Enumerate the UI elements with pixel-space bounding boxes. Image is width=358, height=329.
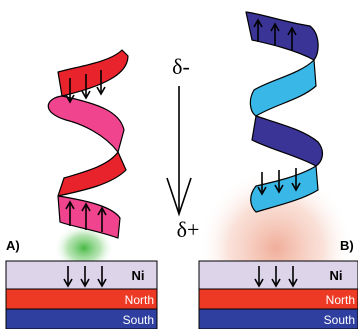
arrowhead <box>65 200 75 210</box>
panel-b-north-label: North <box>326 293 355 307</box>
panel-b-south-layer <box>198 308 358 329</box>
panel-b-ni-label: Ni <box>330 268 343 283</box>
dipole-bottom-label: δ+ <box>177 217 200 242</box>
panel-a-glow <box>54 224 114 272</box>
arrowhead <box>63 278 73 288</box>
panel-a-spin-arrows-top <box>65 70 106 104</box>
arrowhead <box>274 184 284 194</box>
arrowhead <box>80 278 90 288</box>
panel-b-helix <box>245 11 324 213</box>
panel-b-spin-arrows-top <box>253 18 297 50</box>
panel-a-spin-arrows-bottom <box>65 200 107 232</box>
panel-a-label: A) <box>6 238 20 253</box>
arrowhead <box>97 278 107 288</box>
arrowhead <box>97 206 107 216</box>
panel-b-ni-spin-arrows <box>254 266 298 288</box>
arrowhead <box>257 186 267 196</box>
panel-a-helix <box>47 49 129 239</box>
panel-a-ni-spin-arrows <box>63 266 107 288</box>
arrowhead <box>81 90 91 100</box>
dipole-indicator: δ- δ+ <box>166 54 200 242</box>
panel-b-south-label: South <box>324 313 355 327</box>
arrowhead <box>288 278 298 288</box>
arrowhead <box>81 202 91 212</box>
arrowhead <box>291 182 301 192</box>
panel-b: B) Ni North South <box>198 11 358 329</box>
panel-b-helix-front-2 <box>250 165 319 213</box>
panel-a-ni-label: Ni <box>132 268 145 283</box>
arrowhead <box>270 22 280 32</box>
panel-a-south-layer <box>5 308 158 329</box>
dipole-top-label: δ- <box>172 54 190 79</box>
panel-a-helix-back-1 <box>57 49 129 97</box>
panel-a: A) Ni North South <box>5 49 158 329</box>
panel-a-south-label: South <box>123 313 154 327</box>
panel-b-label: B) <box>340 238 354 253</box>
panel-a-helix-back-2 <box>57 151 127 197</box>
dipole-arrow-head <box>166 177 192 217</box>
arrowhead <box>96 86 106 96</box>
panel-b-helix-front-1 <box>249 59 317 117</box>
arrowhead <box>65 94 75 104</box>
panel-b-helix-back-1 <box>245 11 319 61</box>
arrowhead <box>271 278 281 288</box>
arrowhead <box>287 26 297 36</box>
arrowhead <box>254 278 264 288</box>
panel-a-helix-front-1 <box>47 95 125 153</box>
panel-a-ni-layer <box>5 260 158 290</box>
panel-b-spin-arrows-bottom <box>257 168 301 196</box>
panel-b-helix-back-2 <box>251 115 324 167</box>
panel-a-north-label: North <box>125 293 154 307</box>
panel-b-ni-layer <box>198 260 358 290</box>
arrowhead <box>253 18 263 28</box>
